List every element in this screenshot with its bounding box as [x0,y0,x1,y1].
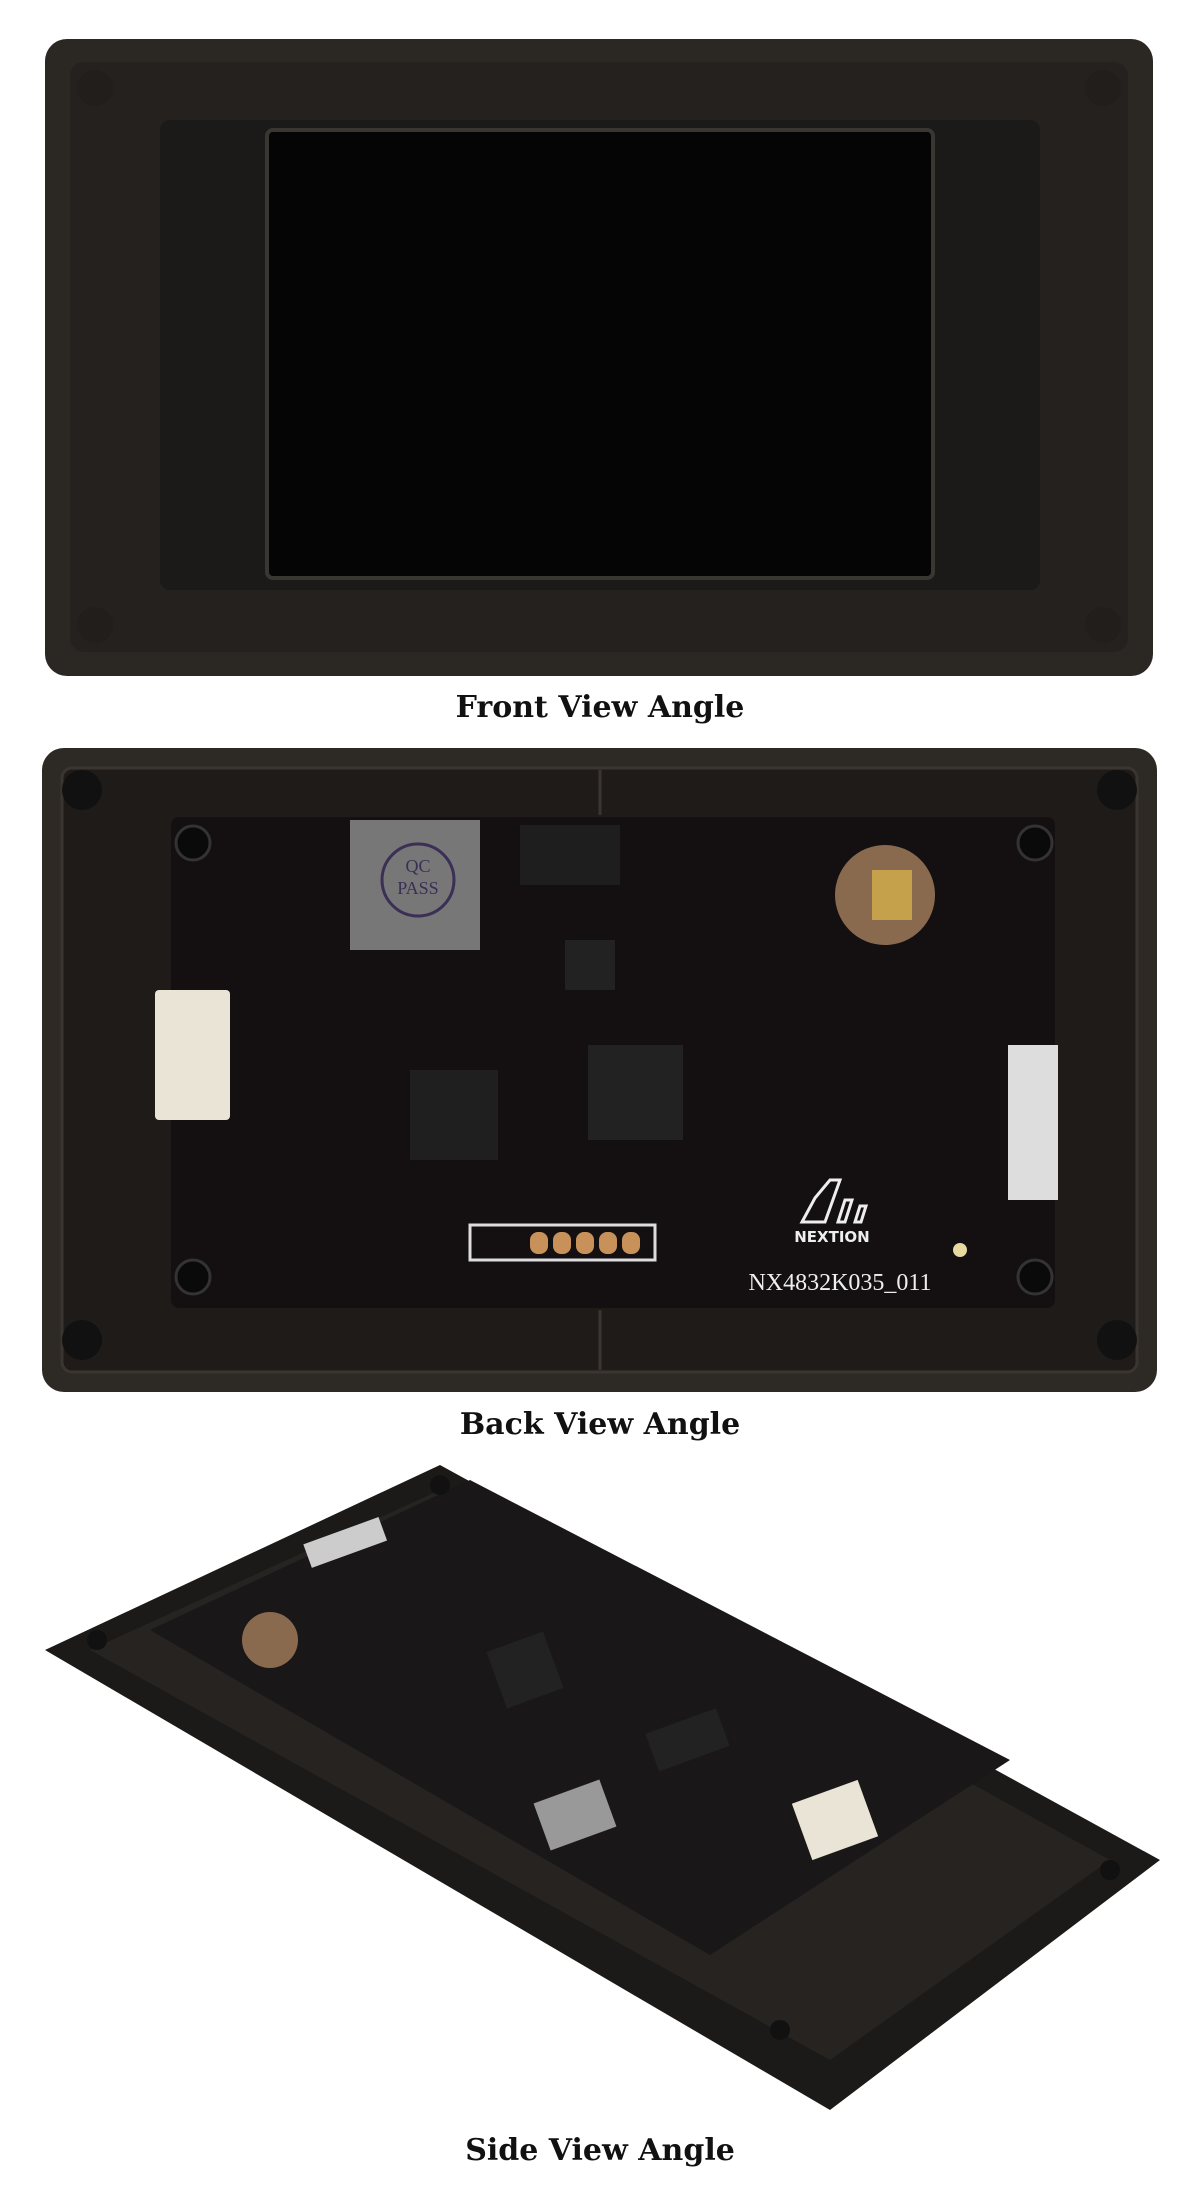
sd-card-slot [350,820,480,950]
qc-stamp-line1: QC [405,856,430,876]
power-connector [155,990,230,1120]
display-screen [265,128,935,580]
qc-stamp-line2: PASS [397,878,438,898]
model-label: NX4832K035_011 [748,1270,931,1296]
ribbon-connector [1008,1045,1058,1200]
side-view-caption: Side View Angle [465,2133,735,2168]
screw-icon [1016,824,1054,862]
chip [565,940,615,990]
back-view-caption: Back View Angle [459,1407,741,1442]
screw-icon [1016,1258,1054,1296]
front-view-caption: Front View Angle [455,690,745,725]
mcu-chip [588,1045,683,1140]
brand-label: NEXTION [794,1228,869,1246]
nextion-logo [799,1178,869,1224]
front-view-image [45,39,1153,676]
side-pcb [150,1480,1010,1955]
chip [410,1070,498,1160]
screw-icon [174,1258,212,1296]
screw-icon [174,824,212,862]
back-view-image: QC PASS NEXTION NX4832K035_011 [42,748,1157,1392]
chip [520,825,620,885]
